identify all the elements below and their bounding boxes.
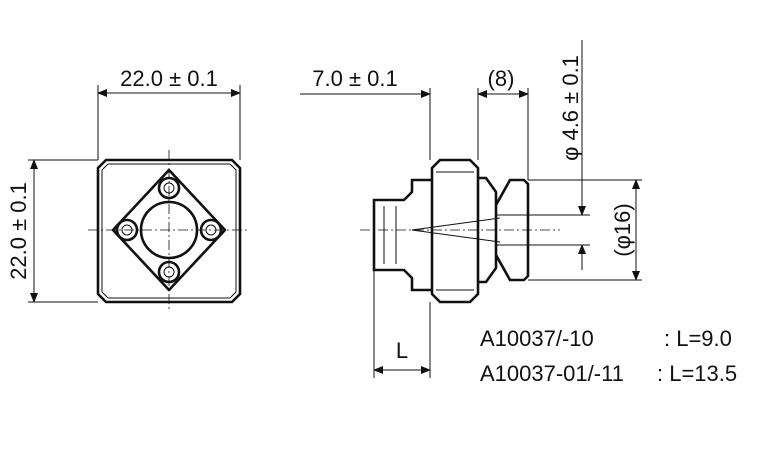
front-outline <box>96 158 242 304</box>
note-model-2: A10037-01/-11 <box>480 361 624 386</box>
bore-dim-text: φ 4.6 ± 0.1 <box>558 55 583 161</box>
main-body <box>430 158 480 304</box>
taper-line-1 <box>411 217 501 231</box>
front-inner-outline <box>101 163 237 299</box>
note-model-1: A10037/-10 <box>480 326 594 351</box>
note-spec-2: : L=13.5 <box>657 361 737 386</box>
outer-dim-text: (φ16) <box>610 203 635 256</box>
height-dim-text: 22.0 ± 0.1 <box>6 182 31 280</box>
model-notes: A10037/-10 : L=9.0 A10037-01/-11 : L=13.… <box>480 326 737 386</box>
width-dim-text: 22.0 ± 0.1 <box>120 66 218 91</box>
note-spec-1: : L=9.0 <box>664 326 732 351</box>
ref-dim-text: (8) <box>488 66 515 91</box>
body-dim-text: 7.0 ± 0.1 <box>312 66 397 91</box>
connector-stub <box>372 178 432 292</box>
taper-line-2 <box>411 229 501 243</box>
side-view: 7.0 ± 0.1 (8) φ 4.6 ± 0.1 (φ16) L <box>300 40 642 378</box>
front-view: 22.0 ± 0.1 22.0 ± 0.1 <box>6 66 250 312</box>
length-dim-text: L <box>396 338 408 363</box>
